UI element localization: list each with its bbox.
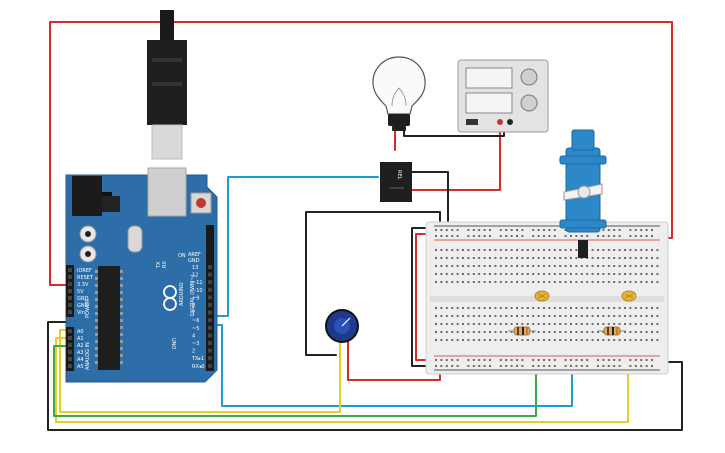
power-pin-label: GND bbox=[77, 303, 89, 309]
label-gnd: GND bbox=[188, 258, 200, 264]
wire-black-bottom[interactable] bbox=[47, 321, 683, 431]
digital-pin-label: 12 bbox=[192, 273, 198, 279]
analog-pin-label: A3 bbox=[77, 350, 84, 356]
psu-terminal-red[interactable] bbox=[497, 119, 503, 125]
wire-yellow-right[interactable] bbox=[55, 337, 629, 423]
psu-display-2 bbox=[465, 92, 513, 114]
power-pin-label: 3.3V bbox=[77, 282, 89, 288]
wire-blue-bottom[interactable] bbox=[213, 324, 573, 407]
power-supply-icon[interactable] bbox=[457, 59, 549, 133]
photoresistor-icon[interactable] bbox=[621, 290, 637, 302]
label-rx: RX bbox=[162, 261, 168, 268]
label-power: POWER bbox=[85, 299, 91, 318]
label-analog-in: ANALOG IN bbox=[85, 342, 91, 370]
potentiometer-icon[interactable] bbox=[325, 309, 359, 343]
wire-green-1[interactable] bbox=[53, 339, 537, 417]
power-jack bbox=[72, 176, 102, 216]
digital-pin-label: ~3 bbox=[192, 341, 199, 347]
digital-pin-label: ~6 bbox=[192, 318, 199, 324]
digital-pin-label: ~11 bbox=[192, 280, 203, 286]
arduino-model: UNO bbox=[170, 338, 176, 349]
power-pin-label: IOREF bbox=[77, 268, 92, 274]
psu-terminal-black[interactable] bbox=[507, 119, 513, 125]
wire-yellow-pot[interactable] bbox=[59, 329, 341, 413]
analog-pin-label: A2 bbox=[77, 343, 84, 349]
wire-black-bb-left[interactable] bbox=[411, 227, 439, 367]
power-pin-label: RESET bbox=[77, 275, 94, 281]
atmega-chip bbox=[98, 266, 120, 370]
psu-display-1 bbox=[465, 67, 513, 89]
arduino-uno: ARDUINO UNO DIGITAL (PWM~) ANALOG IN POW… bbox=[65, 10, 218, 383]
label-tx: TX bbox=[156, 261, 162, 269]
resistor-icon[interactable] bbox=[598, 326, 626, 336]
label-aref: AREF bbox=[188, 252, 201, 258]
digital-pin-labels: 13 12~11 ~10~9 8 7~6 ~54 ~3 2TX▸1RX◂0 bbox=[191, 265, 212, 370]
wire-black-relay-bb[interactable] bbox=[411, 171, 449, 229]
crystal bbox=[127, 225, 143, 253]
digital-pin-label: ~10 bbox=[192, 288, 203, 294]
resistor-icon[interactable] bbox=[508, 326, 536, 336]
light-bulb-icon[interactable] bbox=[372, 56, 426, 131]
usb-cable bbox=[160, 10, 174, 40]
usb-port bbox=[147, 167, 187, 217]
power-pin-label: Vin bbox=[77, 310, 85, 316]
digital-pin-label: 2 bbox=[192, 349, 195, 355]
psu-knob-1[interactable] bbox=[520, 68, 538, 86]
digital-pin-label: TX▸1 bbox=[191, 356, 204, 362]
relay-label: REL bbox=[396, 170, 402, 180]
arduino-logo-icon bbox=[163, 285, 177, 311]
digital-pin-label: RX◂0 bbox=[192, 364, 205, 370]
wire-blue-relay[interactable] bbox=[213, 176, 379, 317]
digital-pin-label: 7 bbox=[192, 311, 195, 317]
analog-header[interactable] bbox=[66, 327, 74, 371]
digital-pin-label: 4 bbox=[192, 333, 195, 339]
digital-pin-label: ~5 bbox=[192, 326, 199, 332]
digital-pin-label: 8 bbox=[192, 303, 195, 309]
digital-pin-label: 13 bbox=[192, 265, 198, 271]
psu-knob-2[interactable] bbox=[520, 94, 538, 112]
arduino-brand: ARDUINO bbox=[179, 282, 185, 306]
label-on: ON bbox=[178, 253, 186, 259]
photoresistor-icon[interactable] bbox=[534, 290, 550, 302]
wire-black-pot[interactable] bbox=[305, 211, 441, 356]
analog-pin-label: A4 bbox=[77, 357, 84, 363]
wire-red-psu[interactable] bbox=[411, 121, 501, 191]
analog-pin-label: A5 bbox=[77, 364, 84, 370]
analog-pin-label: A0 bbox=[77, 329, 84, 335]
servo-icon[interactable] bbox=[559, 129, 607, 258]
power-pin-label: 5V bbox=[77, 289, 84, 295]
digital-pin-label: ~9 bbox=[192, 295, 199, 301]
relay-icon[interactable]: REL bbox=[380, 162, 412, 202]
label-digital: DIGITAL (PWM~) bbox=[190, 274, 196, 316]
analog-pin-label: A1 bbox=[77, 336, 84, 342]
power-pin-label: GND bbox=[77, 296, 89, 302]
